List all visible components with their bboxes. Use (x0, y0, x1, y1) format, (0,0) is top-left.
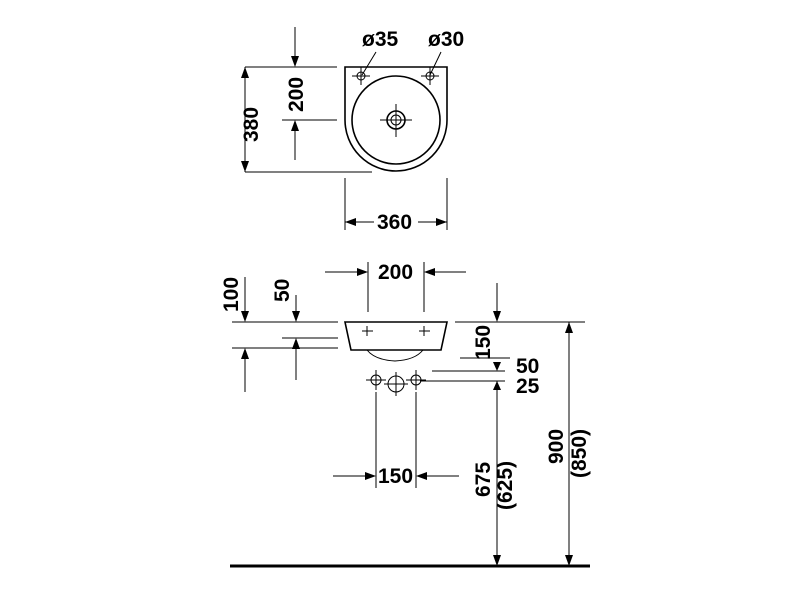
label-mount-675: 675 (472, 462, 495, 497)
label-mount-625: (625) (494, 461, 517, 510)
tap-hole-left (352, 67, 370, 85)
dim-line-675 (493, 381, 501, 566)
label-top-900: 900 (545, 429, 568, 464)
basin-front-outline (344, 321, 448, 351)
dim-line-200-elev (325, 268, 466, 276)
dim-line-50-left (292, 295, 300, 380)
supply-connection-left (366, 370, 386, 390)
dim-line-200-plan (291, 27, 299, 160)
tap-marker-left (362, 326, 373, 336)
leader-dia-right (429, 51, 442, 76)
bowl-circle (351, 75, 441, 165)
plan-view: ø35 ø30 200 380 360 (240, 27, 464, 234)
waste-connection (384, 372, 408, 396)
dim-line-380 (241, 67, 249, 172)
label-offset-25: 25 (516, 375, 540, 398)
tap-hole-right (421, 67, 439, 85)
dim-line-150-vertical (493, 283, 501, 322)
dim-line-100 (241, 277, 249, 392)
dim-line-900 (565, 322, 573, 566)
label-width-200: 200 (378, 261, 413, 284)
tap-marker-right (419, 326, 430, 336)
label-offset-50: 50 (516, 355, 539, 378)
label-top-850: (850) (568, 429, 591, 478)
label-depth-380: 380 (240, 107, 263, 142)
label-hole-dia-left: ø35 (362, 28, 399, 51)
basin-bowl-underside (366, 349, 424, 362)
leader-dia-left (361, 51, 377, 76)
label-width-360: 360 (377, 211, 412, 234)
dim-line-150-spacing (333, 472, 459, 480)
label-height-100: 100 (220, 277, 243, 312)
label-hole-dia-right: ø30 (428, 28, 464, 51)
basin-plan-outline (344, 66, 448, 172)
elevation-view: 200 100 50 150 (220, 261, 591, 568)
label-spacing-150: 150 (378, 465, 413, 488)
dim-line-360 (345, 218, 447, 226)
label-height-200: 200 (285, 77, 308, 112)
supply-connection-right (406, 370, 426, 390)
label-height-150: 150 (472, 325, 495, 360)
label-height-50: 50 (271, 279, 294, 302)
